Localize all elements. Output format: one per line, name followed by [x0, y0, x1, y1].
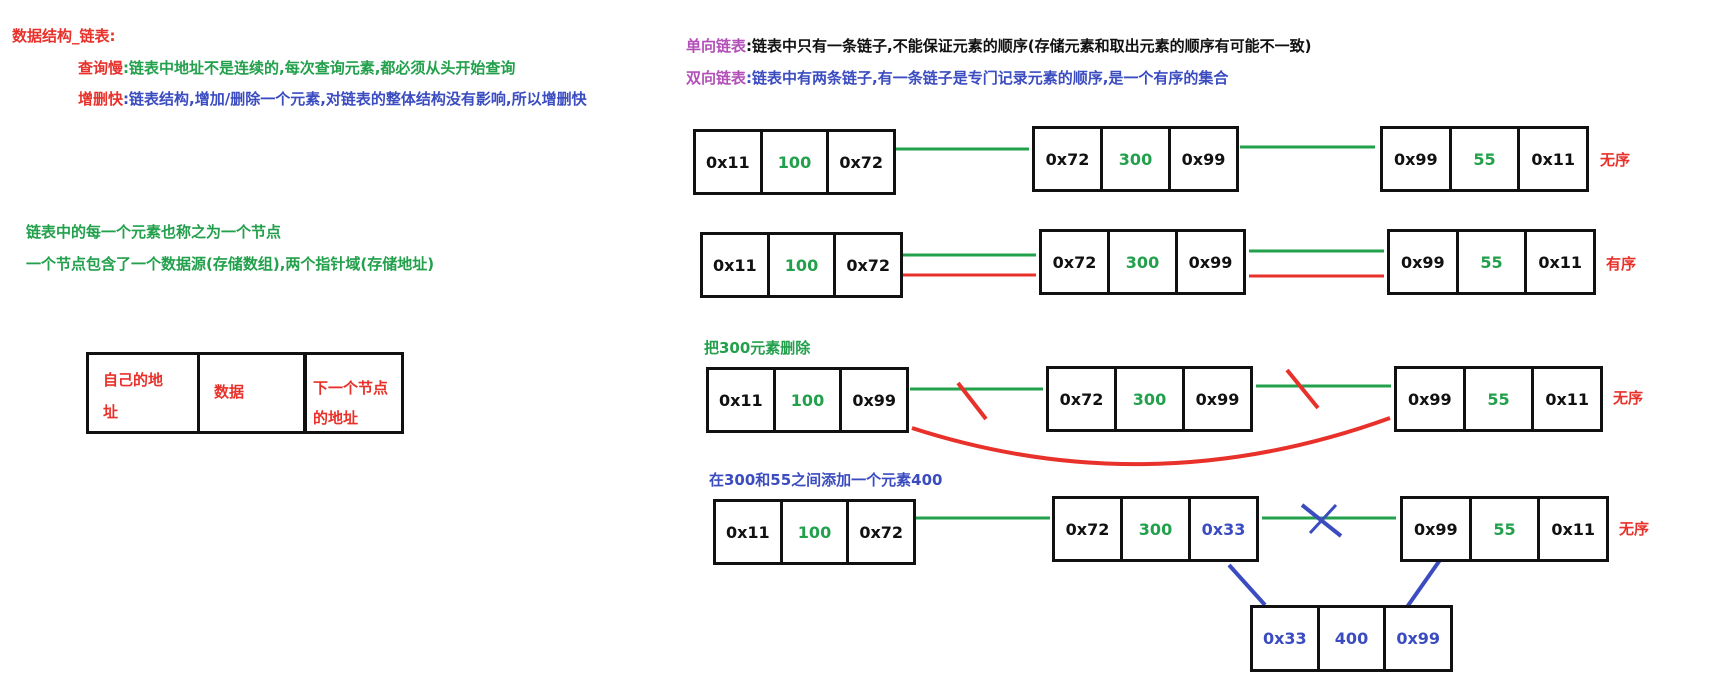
cut-mark-r3-b: [1285, 368, 1320, 410]
legend-data: 数据: [214, 383, 245, 401]
insert-link-out-line: [1405, 558, 1442, 609]
node-next: 0x11: [1517, 129, 1586, 189]
node-next: 0x11: [1531, 369, 1600, 429]
row3-node-3: 0x99 55 0x11: [1394, 366, 1603, 432]
slow-query-label: 查询慢: [78, 59, 124, 77]
node-addr: 0x99: [1393, 149, 1438, 169]
fast-modify-text: :链表结构,增加/删除一个元素,对链表的整体结构没有影响,所以增删快: [123, 90, 587, 108]
doubly-linked-desc: 双向链表:链表中有两条链子,有一条链子是专门记录元素的顺序,是一个有序的集合: [686, 68, 1228, 88]
node-next: 0x72: [846, 502, 913, 562]
node-data: 55: [1462, 369, 1532, 429]
row4-node-2: 0x72 300 0x33: [1052, 496, 1259, 562]
legend-next-address: 下一个节点 的地址: [303, 355, 401, 431]
row4-node-1: 0x11 100 0x72: [713, 499, 916, 565]
cut-mark-r4-x2: [1308, 503, 1338, 535]
row2-node-3: 0x99 55 0x11: [1387, 229, 1596, 295]
row1-tag: 无序: [1600, 151, 1631, 169]
node-next: 0x72: [826, 132, 893, 192]
node-data: 55: [1448, 129, 1518, 189]
row3-node-1: 0x11 100 0x99: [706, 367, 909, 433]
node-next: 0x99: [1182, 369, 1250, 429]
bypass-link-r3: [911, 416, 1391, 467]
node-addr: 0x33: [1262, 629, 1307, 648]
row2-tag: 有序: [1606, 255, 1637, 273]
node-definition-line1: 链表中的每一个元素也称之为一个节点: [26, 223, 282, 241]
singly-linked-text: :链表中只有一条链子,不能保证元素的顺序(存储元素和取出元素的顺序有可能不一致): [746, 37, 1312, 55]
row3-caption: 把300元素删除: [704, 339, 811, 357]
slow-query-line: 查询慢:链表中地址不是连续的,每次查询元素,都必须从头开始查询: [78, 58, 515, 78]
page-title: 数据结构_链表:: [12, 27, 116, 45]
node-next: 0x99: [1175, 232, 1243, 292]
node-next: 0x11: [1524, 232, 1593, 292]
node-next: 0x33: [1188, 499, 1256, 559]
inserted-node: 0x33 400 0x99: [1250, 605, 1453, 672]
node-data: 100: [766, 235, 834, 295]
row2-node-2: 0x72 300 0x99: [1039, 229, 1246, 295]
node-next: 0x99: [1168, 129, 1236, 189]
node-data: 100: [779, 502, 847, 562]
node-addr: 0x72: [1045, 149, 1090, 169]
slow-query-text: :链表中地址不是连续的,每次查询元素,都必须从头开始查询: [123, 59, 516, 77]
node-addr: 0x72: [1052, 252, 1097, 272]
node-addr: 0x11: [725, 522, 770, 542]
node-data: 300: [1107, 232, 1175, 292]
cut-mark-r3-a: [956, 381, 988, 421]
row1-node-3: 0x99 55 0x11: [1380, 126, 1589, 192]
node-data: 300: [1100, 129, 1168, 189]
fast-modify-label: 增删快: [78, 90, 124, 108]
node-data: 55: [1455, 232, 1525, 292]
node-definition-line2: 一个节点包含了一个数据源(存储数组),两个指针域(存储地址): [26, 255, 435, 273]
node-addr: 0x11: [718, 390, 763, 410]
node-addr: 0x72: [1065, 519, 1110, 539]
doubly-linked-text: :链表中有两条链子,有一条链子是专门记录元素的顺序,是一个有序的集合: [746, 69, 1229, 87]
doubly-linked-label: 双向链表: [686, 69, 747, 87]
node-data: 400: [1316, 608, 1384, 669]
node-data: 100: [759, 132, 827, 192]
insert-link-in: [1227, 563, 1267, 607]
row1-node-2: 0x72 300 0x99: [1032, 126, 1239, 192]
node-data: 300: [1120, 499, 1188, 559]
node-addr: 0x99: [1413, 519, 1458, 539]
row1-node-1: 0x11 100 0x72: [693, 129, 896, 195]
singly-linked-label: 单向链表: [686, 37, 747, 55]
node-addr: 0x11: [705, 152, 750, 172]
legend-self-address: 自己的地 址: [89, 355, 200, 431]
fast-modify-line: 增删快:链表结构,增加/删除一个元素,对链表的整体结构没有影响,所以增删快: [78, 89, 587, 109]
node-structure-legend: 自己的地 址 数据 下一个节点 的地址: [86, 352, 404, 434]
node-next: 0x72: [833, 235, 900, 295]
node-addr: 0x99: [1407, 389, 1452, 409]
node-addr: 0x11: [712, 255, 757, 275]
row4-caption: 在300和55之间添加一个元素400: [709, 471, 943, 489]
node-next: 0x11: [1537, 499, 1606, 559]
node-data: 100: [772, 370, 840, 430]
singly-linked-desc: 单向链表:链表中只有一条链子,不能保证元素的顺序(存储元素和取出元素的顺序有可能…: [686, 36, 1311, 56]
node-addr: 0x99: [1400, 252, 1445, 272]
node-data: 300: [1114, 369, 1182, 429]
row3-node-2: 0x72 300 0x99: [1046, 366, 1253, 432]
node-data: 55: [1468, 499, 1538, 559]
row4-node-3: 0x99 55 0x11: [1400, 496, 1609, 562]
node-next: 0x99: [839, 370, 906, 430]
row4-tag: 无序: [1619, 520, 1650, 538]
row3-tag: 无序: [1613, 389, 1644, 407]
row2-node-1: 0x11 100 0x72: [700, 232, 903, 298]
node-next: 0x99: [1383, 608, 1450, 669]
node-addr: 0x72: [1059, 389, 1104, 409]
